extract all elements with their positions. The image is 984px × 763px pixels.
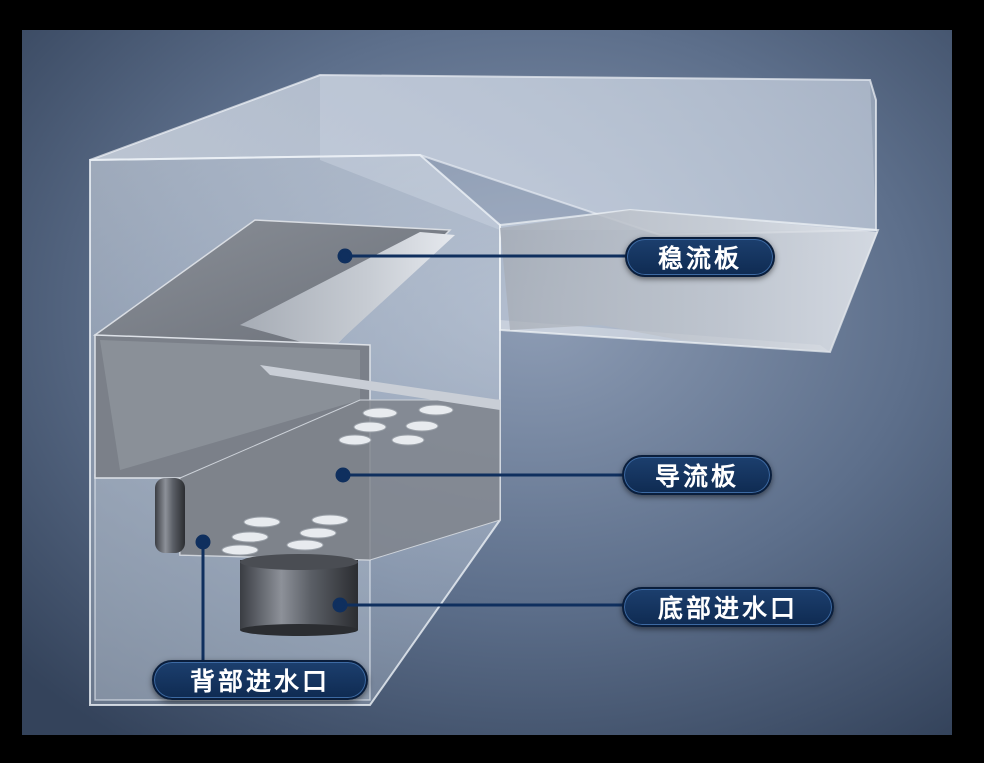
leader-dot-guide [335,467,351,483]
leader-dot-stabilizer [337,248,353,264]
back-inlet-pipe [155,478,185,553]
label-back-inlet: 背部进水口 [152,660,368,700]
stabilizer-plate [92,210,878,352]
label-guide-plate: 导流板 [622,455,772,495]
bottom-inlet-pipe [240,554,358,636]
label-stabilizer-plate: 稳流板 [625,237,775,277]
leader-dot-bottom [332,597,348,613]
leader-dot-back [195,534,211,550]
label-bottom-inlet: 底部进水口 [622,587,834,627]
